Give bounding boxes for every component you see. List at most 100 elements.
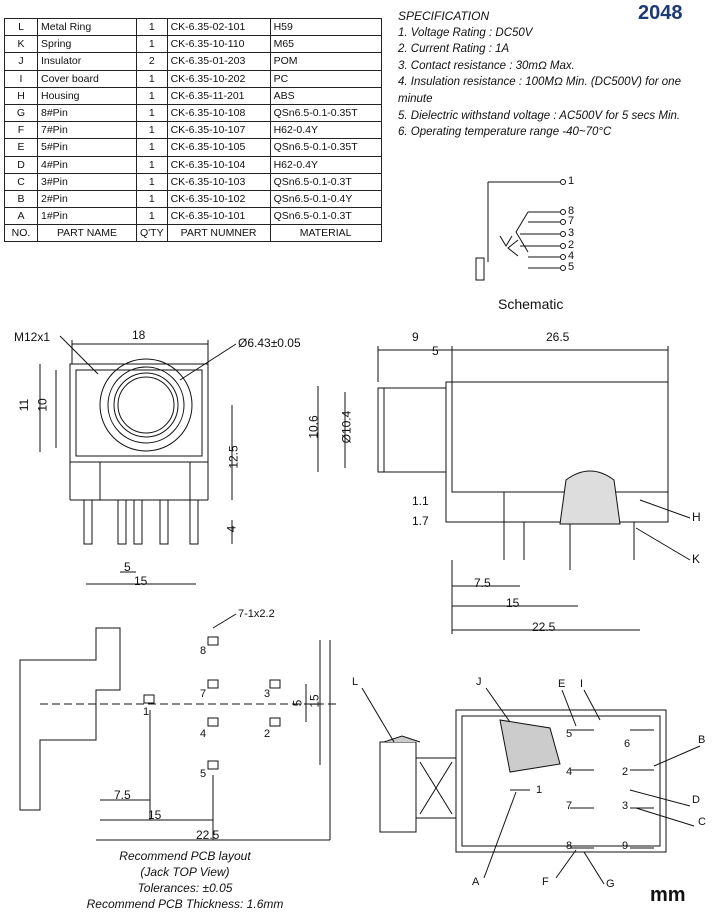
section-label-j: J xyxy=(476,676,482,688)
section-pin-label: 9 xyxy=(622,840,629,852)
table-cell: CK-6.35-02-101 xyxy=(166,17,271,37)
section-pin-label: 4 xyxy=(566,766,573,778)
schematic-pin-label: 7 xyxy=(568,215,575,227)
pcb-pin-label: 8 xyxy=(200,645,207,657)
table-cell: CK-6.35-10-102 xyxy=(166,189,271,209)
section-label-d: D xyxy=(692,794,700,806)
schematic-pin-label: 3 xyxy=(568,227,575,239)
dim-10-4: Ø10.4 xyxy=(339,410,354,444)
section-pin-label: 1 xyxy=(536,784,543,796)
schematic-pin-label: 4 xyxy=(568,250,575,262)
dim-1-7: 1.7 xyxy=(412,514,429,528)
section-label-a: A xyxy=(472,876,480,888)
section-label-l: L xyxy=(352,676,359,688)
schematic-pin-label: 2 xyxy=(568,239,575,251)
dim-9: 9 xyxy=(412,330,419,344)
dim-4: 4 xyxy=(224,525,239,533)
pcb-dim-22-5: 22.5 xyxy=(196,828,220,842)
spec-item: 4. Insulation resistance : 100MΩ Min. (D… xyxy=(398,76,681,105)
spec-item: 1. Voltage Rating : DC50V xyxy=(398,26,533,39)
table-cell: 2#Pin xyxy=(37,189,137,209)
table-cell: NO. xyxy=(4,224,38,243)
dim-7-5: 7.5 xyxy=(474,576,491,590)
pcb-note: Recommend PCB layout (Jack TOP View) Tol… xyxy=(80,848,290,912)
dim-15: 15 xyxy=(506,596,520,610)
pcb-note-line: (Jack TOP View) xyxy=(140,865,230,879)
section-label-g: G xyxy=(606,878,615,890)
section-pin-label: 8 xyxy=(566,840,573,852)
table-cell: CK-6.35-10-107 xyxy=(166,121,271,140)
dim-15: 15 xyxy=(134,574,148,588)
section-label-c: C xyxy=(698,816,706,828)
unit-label: mm xyxy=(650,884,686,906)
pcb-hole-note: 7-1x2.2 xyxy=(238,608,275,620)
dim-5: 5 xyxy=(432,344,439,358)
table-cell: QSn6.5-0.1-0.3T xyxy=(269,207,382,226)
section-view-drawing xyxy=(361,687,701,885)
table-cell: 4#Pin xyxy=(37,155,137,174)
pcb-pin-label: 1 xyxy=(143,706,150,718)
spec-item: 2. Current Rating : 1A xyxy=(398,43,510,56)
dim-10-6: 10.6 xyxy=(306,415,321,439)
table-cell: PART NUMNER xyxy=(166,224,271,243)
specification-block: SPECIFICATION 1. Voltage Rating : DC50V … xyxy=(398,8,703,141)
section-pin-label: 3 xyxy=(622,800,629,812)
pcb-note-line: Recommend PCB layout xyxy=(119,849,251,863)
dim-width: 18 xyxy=(132,328,146,342)
schematic-diagram xyxy=(475,179,566,281)
pcb-dim-7-5: 7.5 xyxy=(114,788,131,802)
pcb-dim-15b: 15 xyxy=(148,808,162,822)
front-view-drawing xyxy=(39,335,237,585)
table-cell: ABS xyxy=(269,86,382,105)
section-pin-label: 7 xyxy=(566,800,573,812)
specification-title: SPECIFICATION xyxy=(398,9,490,23)
schematic-title: Schematic xyxy=(498,296,564,312)
dim-12-5: 12.5 xyxy=(226,445,241,469)
table-cell: Insulator xyxy=(37,52,137,71)
table-cell: CK-6.35-10-101 xyxy=(166,207,271,226)
table-cell: CK-6.35-10-105 xyxy=(166,138,271,157)
model-number: 2048 xyxy=(638,2,683,24)
table-cell: Q'TY xyxy=(136,224,168,243)
pcb-dim-15: 15 xyxy=(307,694,322,708)
dim-height-10: 10 xyxy=(35,398,50,412)
spec-item: 6. Operating temperature range -40~70°C xyxy=(398,126,612,139)
dim-1-1: 1.1 xyxy=(412,494,429,508)
section-label-f: F xyxy=(542,876,549,888)
table-cell: CK-6.35-10-202 xyxy=(166,69,271,88)
section-pin-label: 2 xyxy=(622,766,629,778)
table-cell: CK-6.35-10-108 xyxy=(166,103,271,123)
label-k: K xyxy=(692,552,701,566)
schematic-pin-label: 8 xyxy=(568,205,575,217)
dim-26-5: 26.5 xyxy=(546,330,570,344)
table-cell: PART NAME xyxy=(37,224,137,243)
label-h: H xyxy=(692,510,701,524)
pcb-pin-label: 3 xyxy=(264,688,271,700)
pcb-layout-drawing xyxy=(19,613,340,841)
table-cell: QSn6.5-0.1-0.3T xyxy=(269,172,382,191)
pcb-dim-5: 5 xyxy=(290,699,305,707)
schematic-pin-label: 5 xyxy=(568,261,575,273)
pcb-pin-label: 4 xyxy=(200,728,207,740)
schematic-pin-label: 1 xyxy=(568,175,575,187)
side-view-drawing xyxy=(317,346,691,634)
section-label-e: E xyxy=(558,678,566,690)
section-label-i: I xyxy=(580,678,584,690)
pcb-pin-label: 7 xyxy=(200,688,207,700)
dim-bore: Ø6.43±0.05 xyxy=(238,336,301,350)
spec-item: 3. Contact resistance : 30mΩ Max. xyxy=(398,59,575,72)
dim-22-5: 22.5 xyxy=(532,620,556,634)
thread-label: M12x1 xyxy=(14,330,51,344)
pcb-pin-label: 5 xyxy=(200,768,207,780)
